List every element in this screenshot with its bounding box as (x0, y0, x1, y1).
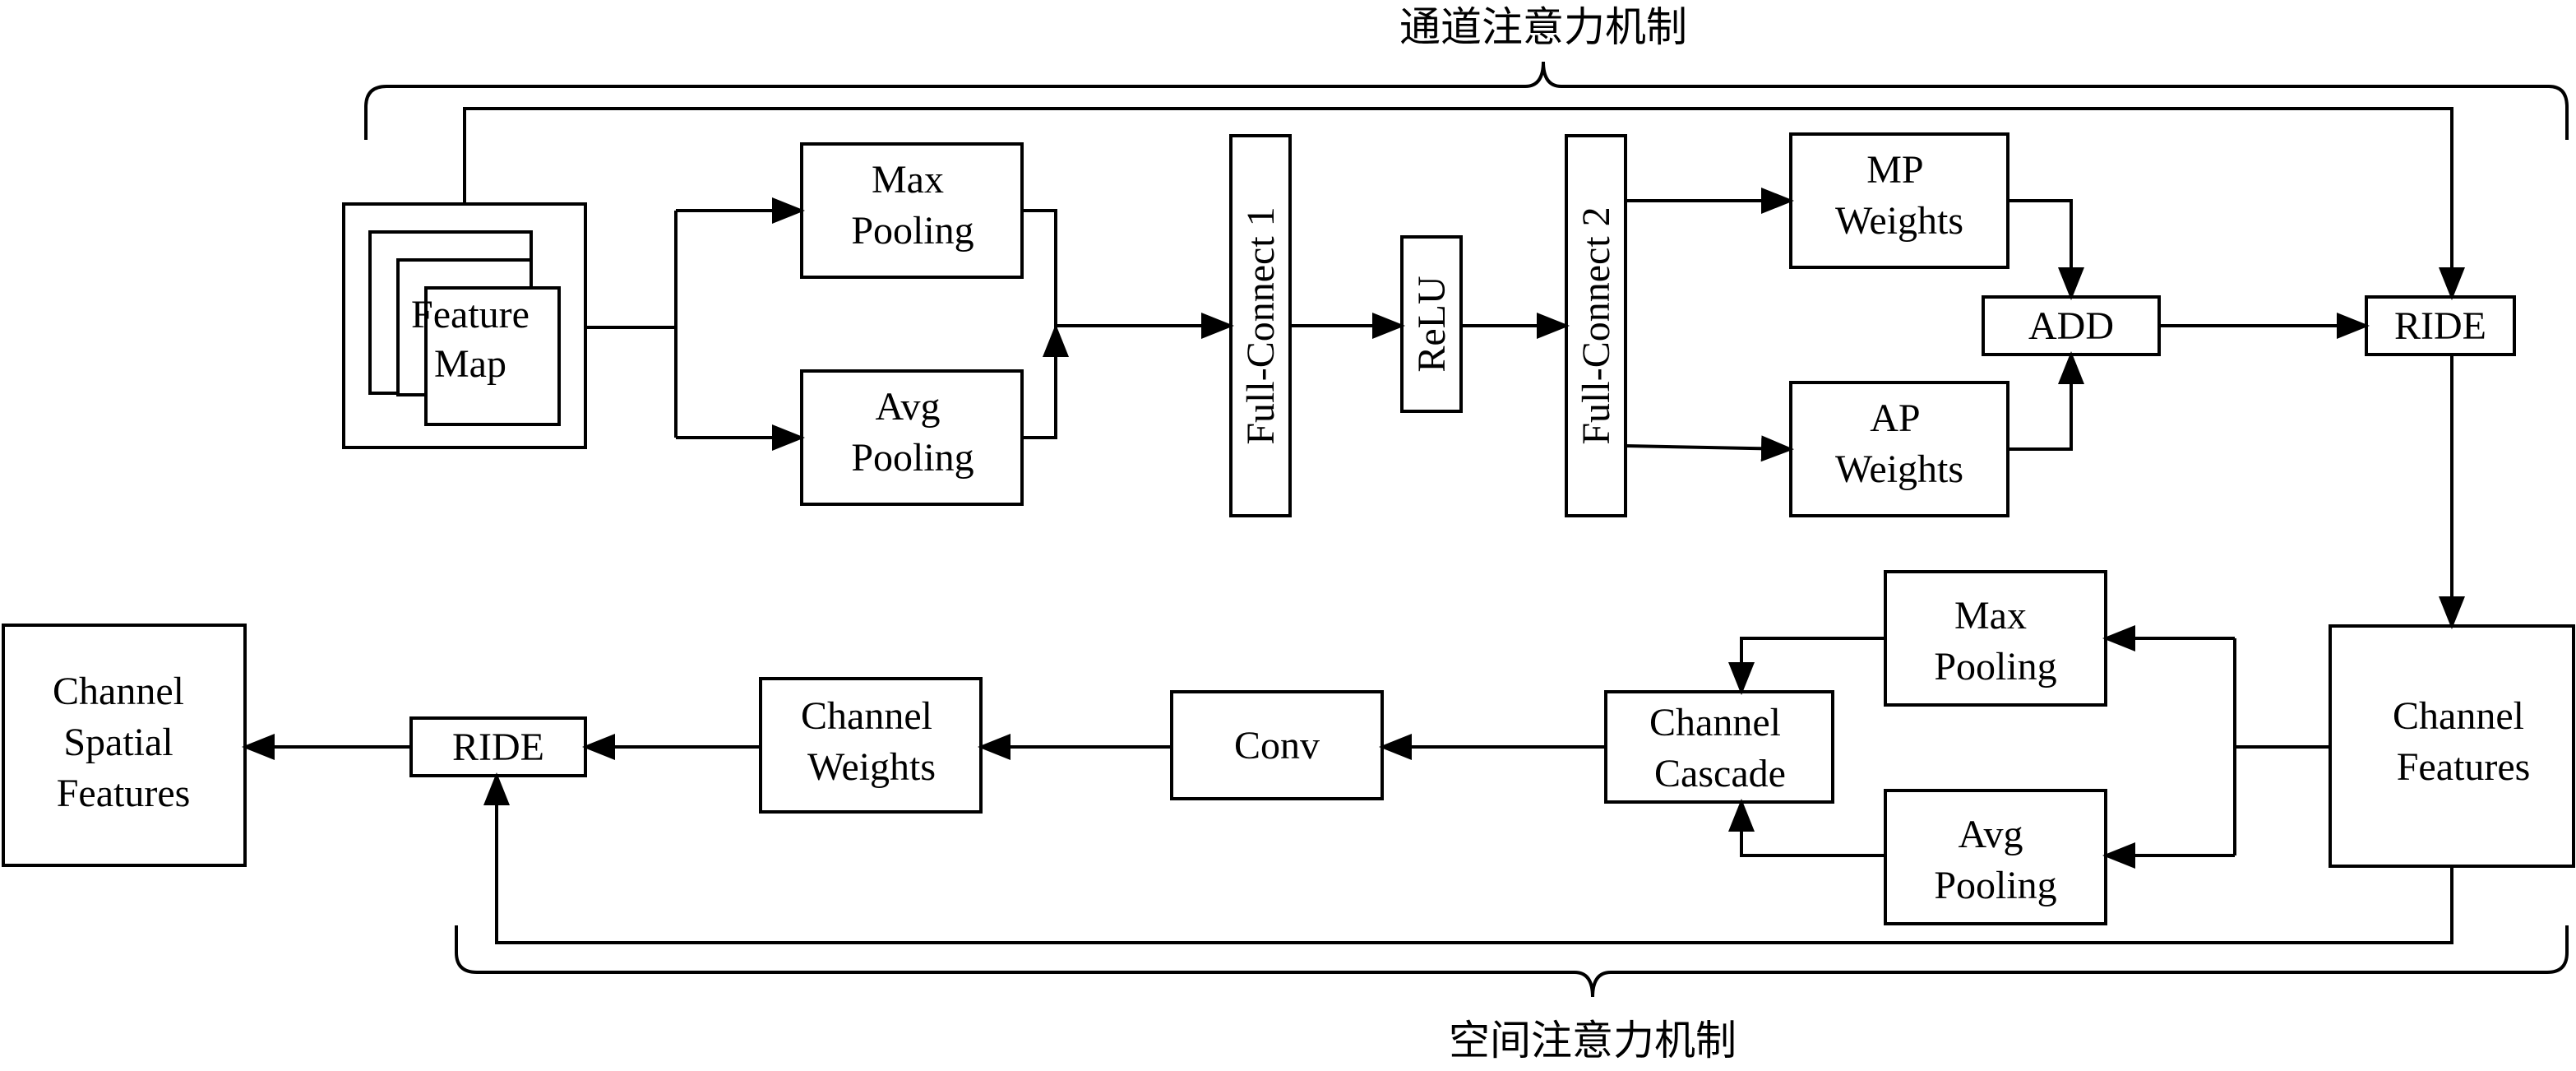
relu-node: ReLU (1400, 235, 1463, 413)
add-label: ADD (2028, 304, 2114, 348)
spatial-max-pooling-line-1: Max (1954, 594, 2027, 638)
ap-weights-node: AP Weights (1789, 381, 2009, 517)
ap-weights-line-2: Weights (1835, 447, 1963, 491)
channel-weights-node: Channel Weights (759, 677, 983, 814)
avg-pooling-line-2: Pooling (851, 436, 974, 480)
channel-weights-line-2: Weights (807, 745, 936, 789)
full-connect-1-label: Full-Connect 1 (1239, 206, 1283, 444)
svg-text:Channel Features: Channel Features (2393, 694, 2534, 789)
svg-text:Max Pooling: Max Pooling (851, 158, 974, 253)
ap-weights-line-1: AP (1870, 396, 1919, 440)
svg-text:Max Pooling: Max Pooling (1934, 594, 2056, 688)
spatial-avg-pooling-node: Avg Pooling (1884, 789, 2107, 925)
svg-text:Avg Pooling: Avg Pooling (851, 385, 974, 480)
channel-attention-title: 通道注意力机制 (1399, 3, 1687, 51)
csf-line-3: Features (57, 772, 191, 815)
svg-text:Channel Weights: Channel Weights (801, 694, 942, 789)
channel-weights-line-1: Channel (801, 694, 932, 738)
mp-weights-node: MP Weights (1789, 132, 2009, 269)
feature-map-line-2: Map (434, 342, 506, 386)
spatial-avg-pooling-line-1: Avg (1958, 813, 2023, 856)
full-connect-1-node: Full-Connect 1 (1229, 134, 1292, 517)
csf-line-2: Spatial (63, 721, 173, 764)
max-pooling-line-2: Pooling (851, 209, 974, 253)
conv-node: Conv (1170, 690, 1384, 800)
spatial-avg-pooling-line-2: Pooling (1934, 864, 2056, 907)
channel-cascade-line-1: Channel (1649, 701, 1781, 744)
feature-map-node: Feature Map (342, 202, 587, 449)
spatial-attention-title: 空间注意力机制 (1449, 1017, 1737, 1064)
channel-cascade-line-2: Cascade (1654, 752, 1786, 795)
full-connect-2-label: Full-Connect 2 (1575, 206, 1618, 444)
channel-connectors (463, 107, 2465, 629)
channel-features-line-2: Features (2397, 745, 2531, 789)
max-pooling-node: Max Pooling (800, 142, 1024, 279)
svg-text:Channel Spatial Fe: Channel Spatial Features (53, 670, 194, 815)
avg-pooling-line-1: Avg (875, 385, 940, 429)
add-node: ADD (1982, 295, 2161, 356)
max-pooling-line-1: Max (872, 158, 944, 202)
mp-weights-line-1: MP (1866, 148, 1922, 192)
full-connect-2-node: Full-Connect 2 (1565, 134, 1627, 517)
mp-weights-line-2: Weights (1835, 199, 1963, 243)
csf-line-1: Channel (53, 670, 184, 713)
svg-text:AP Weights: AP Weights (1835, 396, 1963, 491)
spatial-attention-brace (455, 925, 2569, 998)
spatial-max-pooling-node: Max Pooling (1884, 570, 2107, 707)
ride-top-node: RIDE (2365, 295, 2516, 356)
channel-attention-brace (364, 61, 2569, 140)
feature-map-line-1: Feature (411, 293, 530, 336)
ride-top-label: RIDE (2394, 304, 2486, 348)
feature-map-label: Feature Map (411, 293, 539, 386)
channel-features-line-1: Channel (2393, 694, 2524, 738)
spatial-connectors (242, 625, 2453, 944)
ride-bottom-label: RIDE (452, 726, 544, 769)
ride-bottom-node: RIDE (409, 716, 587, 777)
channel-spatial-features-node: Channel Spatial Features (2, 624, 247, 867)
svg-text:MP Weights: MP Weights (1835, 148, 1963, 243)
avg-pooling-node: Avg Pooling (800, 369, 1024, 506)
channel-features-node: Channel Features (2329, 624, 2575, 868)
channel-cascade-node: Channel Cascade (1604, 690, 1834, 804)
svg-text:Avg Pooling: Avg Pooling (1934, 813, 2056, 907)
conv-label: Conv (1234, 724, 1320, 767)
spatial-max-pooling-line-2: Pooling (1934, 645, 2056, 688)
svg-text:Channel Cascade: Channel Cascade (1649, 701, 1791, 795)
relu-label: ReLU (1410, 276, 1454, 372)
